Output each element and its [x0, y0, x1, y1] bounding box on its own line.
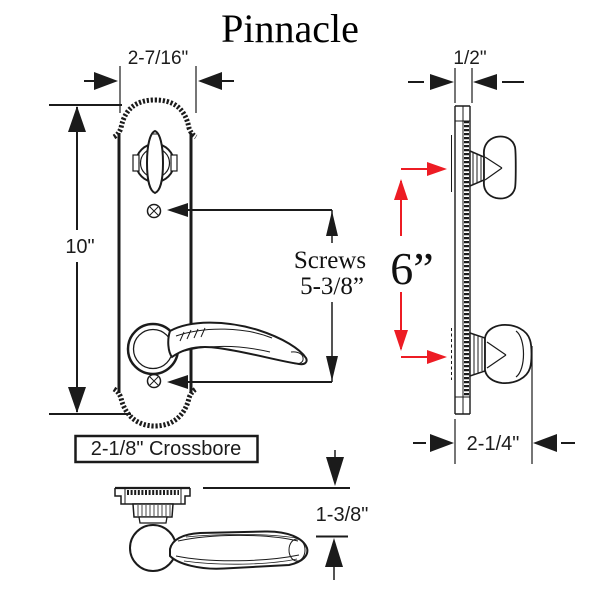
thumbturn-side — [469, 135, 517, 200]
screw-spacing-label: 5-3/8” — [300, 273, 364, 300]
side-projection-dimension: 2-1/4" — [413, 346, 575, 464]
crossbore-label: 2-1/8" Crossbore — [91, 438, 242, 460]
front-view-plate — [112, 97, 198, 429]
lever-profile-view — [114, 486, 309, 572]
crossbore-callout: 2-1/8" Crossbore — [74, 434, 259, 464]
screws-label: Screws — [294, 247, 366, 274]
screw-bottom — [146, 373, 162, 389]
profile-thickness-label: 1-3/8" — [316, 504, 369, 526]
front-width-dimension: 2-7/16" — [84, 48, 234, 113]
thumbturn-front — [132, 129, 178, 195]
front-height-dimension: 10" — [49, 104, 131, 415]
side-red-dimension: 6” — [390, 162, 447, 364]
lever-front — [126, 321, 308, 376]
screw-top — [146, 203, 162, 219]
front-height-label: 10" — [65, 236, 94, 258]
front-width-label: 2-7/16" — [128, 48, 189, 69]
page-title: Pinnacle — [221, 6, 359, 51]
lever-side — [469, 324, 533, 384]
side-edge-label: 1/2" — [453, 48, 486, 69]
side-projection-label: 2-1/4" — [467, 433, 520, 455]
screw-spacing-dimension: Screws 5-3/8” — [167, 203, 366, 389]
side-spacing-label: 6” — [390, 243, 433, 294]
profile-thickness-dimension: 1-3/8" — [203, 450, 368, 580]
side-view-plate — [451, 105, 471, 415]
side-edge-dimension: 1/2" — [408, 48, 524, 103]
